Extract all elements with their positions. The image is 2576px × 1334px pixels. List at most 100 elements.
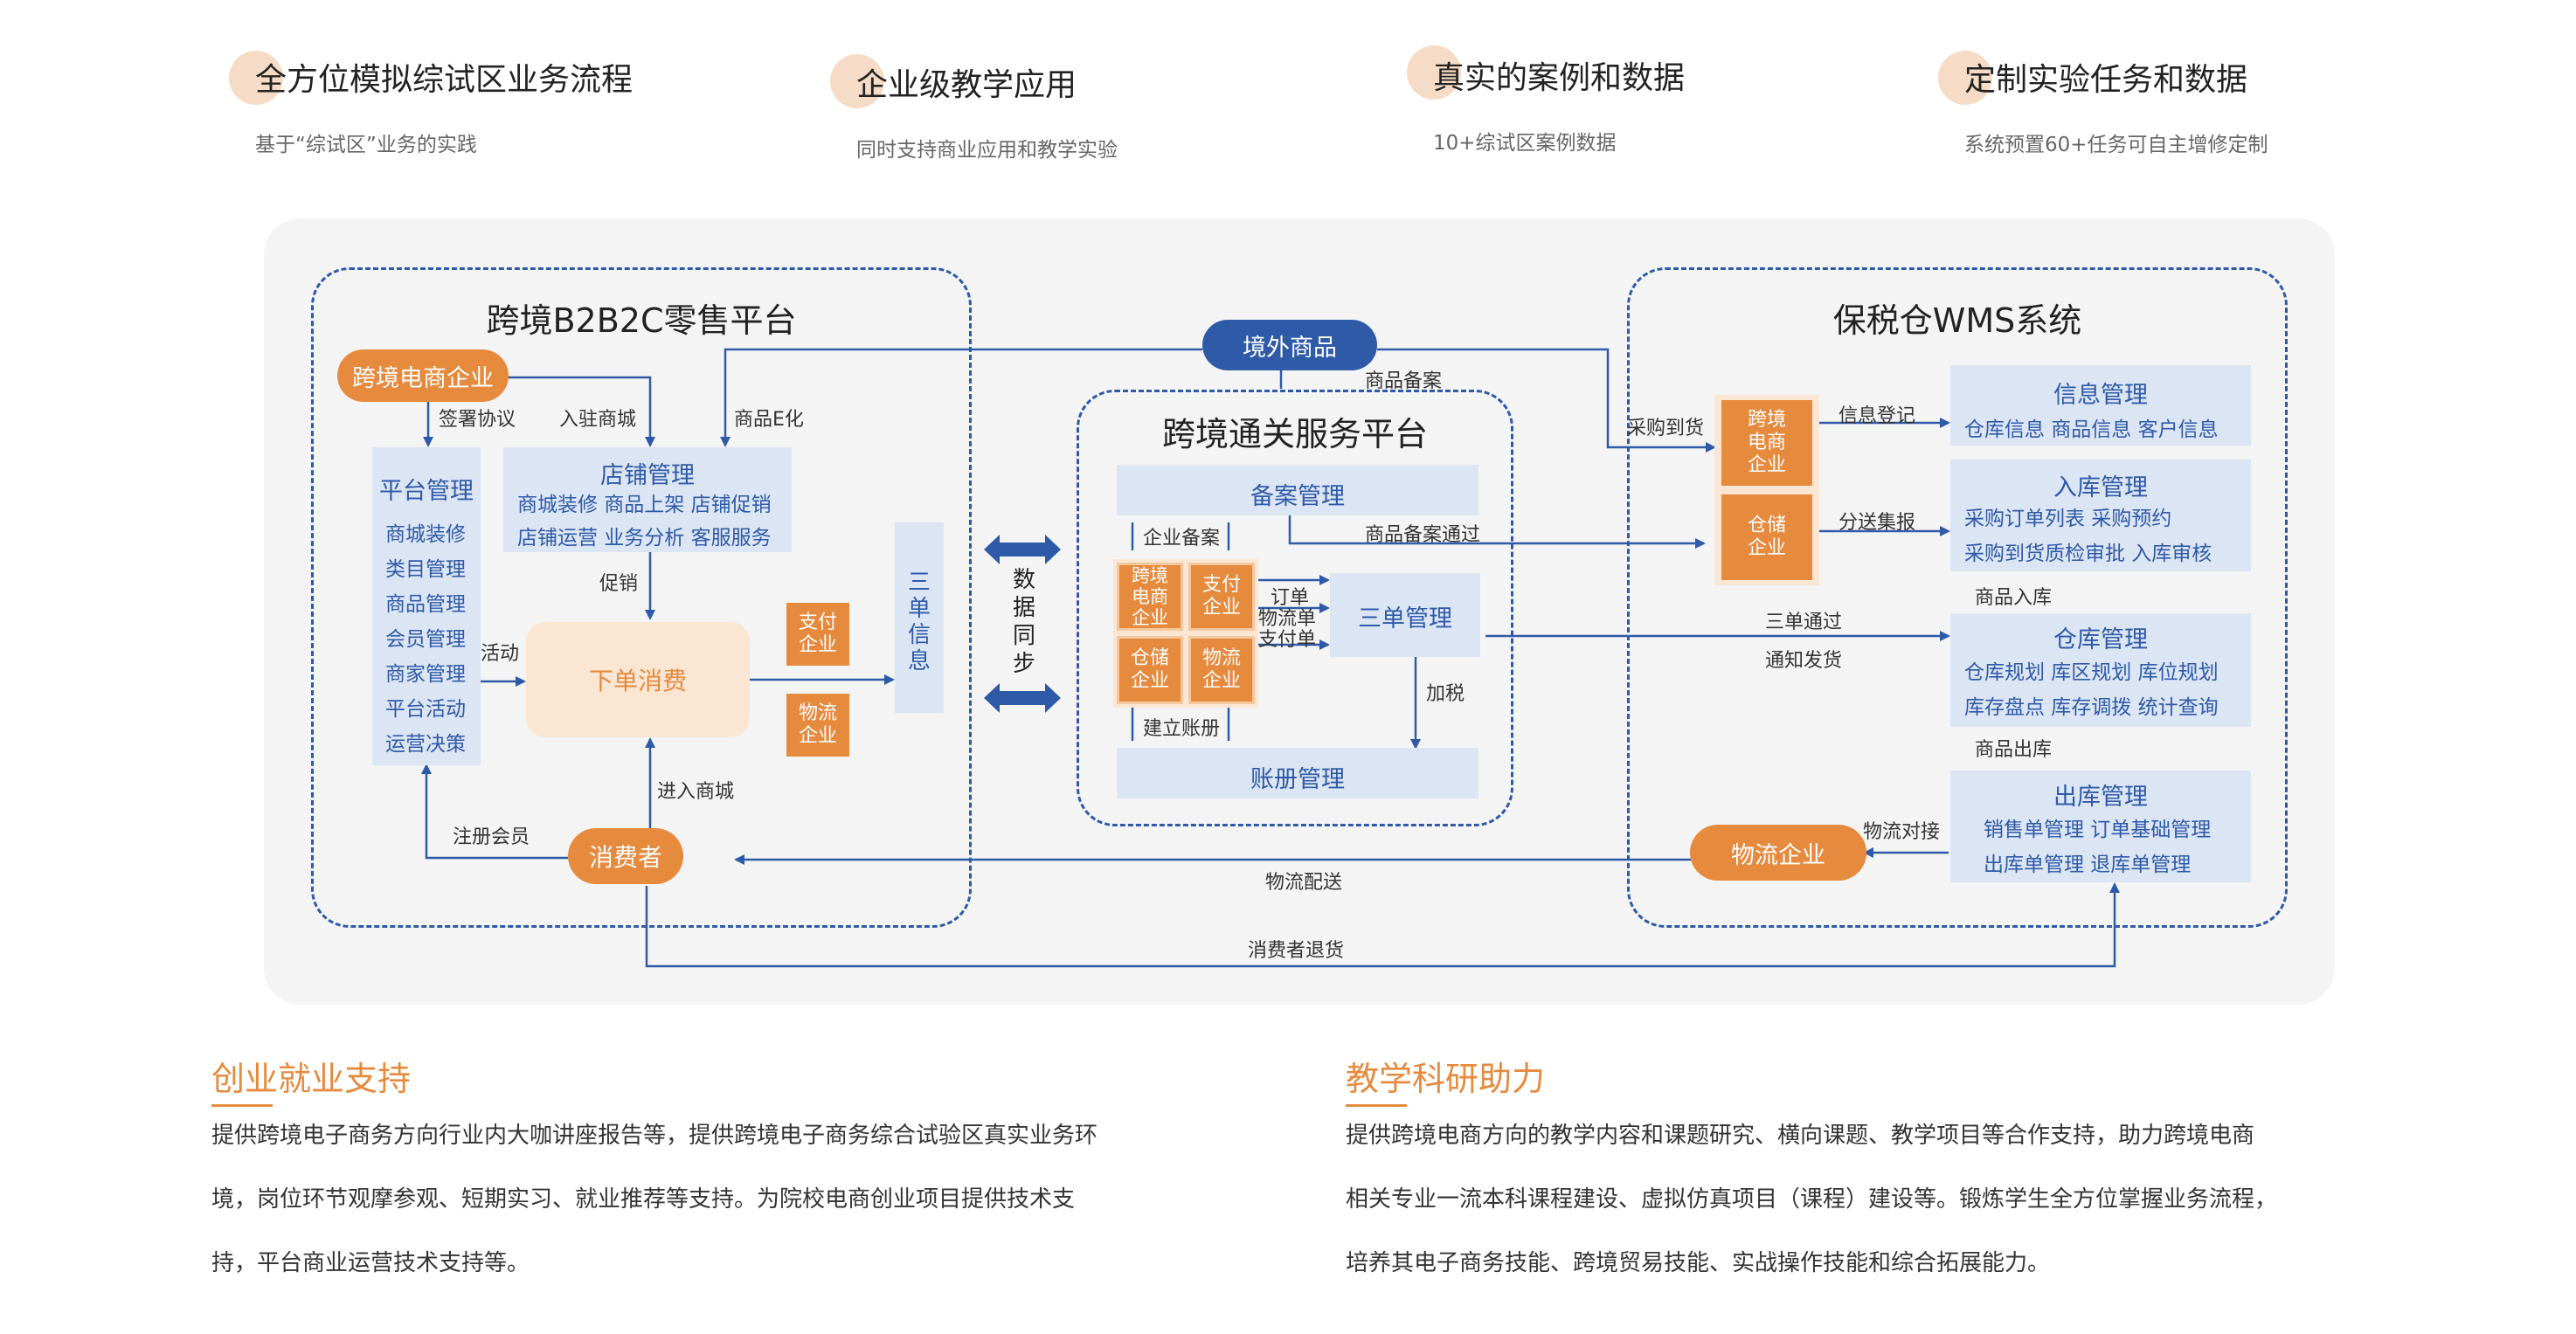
platform-item: 平台活动 (385, 698, 466, 721)
feature-dot (830, 54, 884, 108)
wms-warehouse-enterprise: 仓储 企业 (1721, 494, 1812, 580)
wms-title: 保税仓WMS系统 (1832, 301, 2082, 340)
info-management-box: 信息管理 仓库信息 商品信息 客户信息 (1950, 365, 2251, 446)
cell-logistics-enterprise: 物流 企业 (1188, 636, 1255, 704)
storage-row-2: 库存盘点 库存调拨 统计查询 (1964, 696, 2219, 719)
feature-dot (1407, 45, 1461, 100)
label-three-docs-pass: 三单通过 (1765, 612, 1843, 633)
platform-item: 类目管理 (385, 558, 466, 581)
platform-item: 商城装修 (385, 523, 466, 546)
feature-subtitle: 同时支持商业应用和教学实验 (856, 139, 1118, 162)
cross-border-ecommerce-enterprise: 跨境电商企业 (337, 349, 509, 402)
feature-dot (1938, 51, 1992, 105)
platform-item: 会员管理 (385, 628, 466, 651)
label-goods-in: 商品入库 (1975, 587, 2053, 609)
paragraph-line: 境，岗位环节观摩参观、短期实习、就业推荐等支持。为院校电商创业项目提供技术支 (211, 1186, 1076, 1213)
label-enter-mall: 入驻商城 (559, 409, 637, 431)
storage-row-1: 仓库规划 库区规划 库位规划 (1964, 661, 2219, 684)
store-row-1: 商城装修 商品上架 店铺促销 (517, 494, 772, 516)
label-delivery: 物流配送 (1265, 872, 1343, 894)
filing-management-title: 备案管理 (1250, 483, 1345, 510)
platform-management-title: 平台管理 (379, 478, 474, 505)
info-management-title: 信息管理 (2053, 382, 2148, 409)
inbound-row-2: 采购到货质检审批 入库审核 (1964, 543, 2212, 565)
paragraph-line: 培养其电子商务技能、跨境贸易技能、实战操作技能和综合拓展能力。 (1346, 1250, 2051, 1276)
pay-company-box: 支付 企业 (786, 603, 849, 666)
inbound-management-box: 入库管理 采购订单列表 采购预约 采购到货质检审批 入库审核 (1950, 460, 2251, 571)
feature-dot (229, 51, 283, 105)
three-docs-label: 三 单 信 息 (907, 570, 931, 674)
sync-arrow-top (984, 535, 1061, 564)
order-consume-box: 下单消费 (526, 622, 750, 737)
data-sync-label: 数 据 同 步 (1012, 567, 1035, 677)
paragraph-line: 提供跨境电子商务方向行业内大咖讲座报告等，提供跨境电子商务综合试验区真实业务环 (211, 1123, 1098, 1149)
label-activity: 活动 (481, 643, 520, 665)
feature-title: 定制实验任务和数据 (1964, 62, 2248, 98)
label-dispatch: 分送集报 (1839, 512, 1916, 534)
customs-region (1077, 390, 1513, 826)
label-enter-store: 进入商城 (657, 781, 735, 803)
label-goods-out: 商品出库 (1975, 739, 2053, 761)
label-notify-ship: 通知发货 (1765, 650, 1843, 672)
b2b2c-title: 跨境B2B2C零售平台 (486, 301, 797, 340)
label-sign-agreement: 签署协议 (439, 409, 516, 431)
label-pay-order: 支付单 (1258, 629, 1317, 651)
logistics-company-box: 物流 企业 (786, 694, 849, 757)
three-docs-info-box: 三 单 信 息 (895, 522, 944, 713)
label-purchase-arrival: 采购到货 (1627, 418, 1705, 439)
store-row-2: 店铺运营 业务分析 客服服务 (517, 527, 772, 549)
store-management-title: 店铺管理 (600, 462, 695, 489)
cell-pay-enterprise: 支付 企业 (1188, 563, 1255, 631)
paragraph-line: 相关专业一流本科课程建设、虚拟仿真项目（课程）建设等。锻炼学生全方位掌握业务流程… (1346, 1186, 2278, 1213)
label-consumer-return: 消费者退货 (1248, 940, 1345, 962)
entrepreneurship-title: 创业就业支持 (211, 1060, 412, 1098)
three-docs-management-box: 三单管理 (1330, 573, 1480, 657)
storage-management-box: 仓库管理 仓库规划 库区规划 库位规划 库存盘点 库存调拨 统计查询 (1950, 613, 2251, 727)
feature-title: 全方位模拟综试区业务流程 (255, 62, 634, 98)
three-docs-management-title: 三单管理 (1358, 605, 1452, 632)
title-underline (211, 1104, 273, 1107)
platform-item: 商品管理 (385, 593, 466, 616)
label-goods-filing-pass: 商品备案通过 (1365, 524, 1481, 546)
filing-management-box: 备案管理 (1117, 465, 1478, 515)
storage-management-title: 仓库管理 (2053, 626, 2148, 653)
ledger-management-box: 账册管理 (1117, 748, 1478, 798)
outbound-row-1: 销售单管理 订单基础管理 (1984, 819, 2212, 841)
label-promo: 促销 (599, 573, 639, 595)
outbound-row-2: 出库单管理 退库单管理 (1984, 854, 2192, 876)
outbound-management-box: 出库管理 销售单管理 订单基础管理 出库单管理 退库单管理 (1950, 771, 2251, 882)
sync-arrow-bottom (984, 683, 1061, 713)
feature-title: 企业级教学应用 (856, 67, 1077, 103)
store-management-box: 店铺管理 商城装修 商品上架 店铺促销 店铺运营 业务分析 客服服务 (503, 447, 792, 552)
label-register: 注册会员 (453, 826, 530, 848)
info-row: 仓库信息 商品信息 客户信息 (1964, 418, 2219, 441)
overseas-goods: 境外商品 (1202, 320, 1377, 370)
feature-subtitle: 系统预置60+任务可自主增修定制 (1964, 134, 2268, 156)
feature-subtitle: 基于“综试区”业务的实践 (255, 134, 477, 156)
platform-item: 商家管理 (385, 663, 466, 686)
cell-warehouse-enterprise: 仓储 企业 (1117, 636, 1183, 704)
label-order: 订单 (1271, 587, 1310, 609)
b2b2c-region (311, 267, 972, 928)
feature-subtitle: 10+综试区案例数据 (1433, 132, 1617, 155)
inbound-management-title: 入库管理 (2053, 474, 2148, 501)
research-title: 教学科研助力 (1346, 1060, 1546, 1098)
label-corp-filing: 企业备案 (1143, 528, 1221, 549)
paragraph-line: 提供跨境电商方向的教学内容和课题研究、横向课题、教学项目等合作支持，助力跨境电商 (1346, 1123, 2255, 1149)
label-info-register: 信息登记 (1839, 405, 1916, 427)
label-logistics-order: 物流单 (1258, 608, 1317, 630)
platform-item: 运营决策 (385, 733, 466, 756)
consumer: 消费者 (568, 828, 683, 884)
label-build-ledger: 建立账册 (1143, 718, 1221, 740)
label-goods-filing: 商品备案 (1365, 370, 1443, 392)
platform-management-box: 平台管理 商城装修 类目管理 商品管理 会员管理 商家管理 平台活动 运营决策 (372, 447, 481, 765)
label-product-e: 商品E化 (734, 409, 804, 431)
wms-ecom-enterprise: 跨境 电商 企业 (1721, 400, 1812, 486)
cell-ecom-enterprise: 跨境 电商 企业 (1117, 563, 1183, 631)
title-underline (1346, 1104, 1407, 1107)
label-tax: 加税 (1426, 683, 1465, 705)
customs-title: 跨境通关服务平台 (1161, 415, 1428, 453)
paragraph-line: 持，平台商业运营技术支持等。 (211, 1250, 530, 1276)
ledger-management-title: 账册管理 (1250, 766, 1345, 793)
feature-title: 真实的案例和数据 (1433, 60, 1686, 96)
